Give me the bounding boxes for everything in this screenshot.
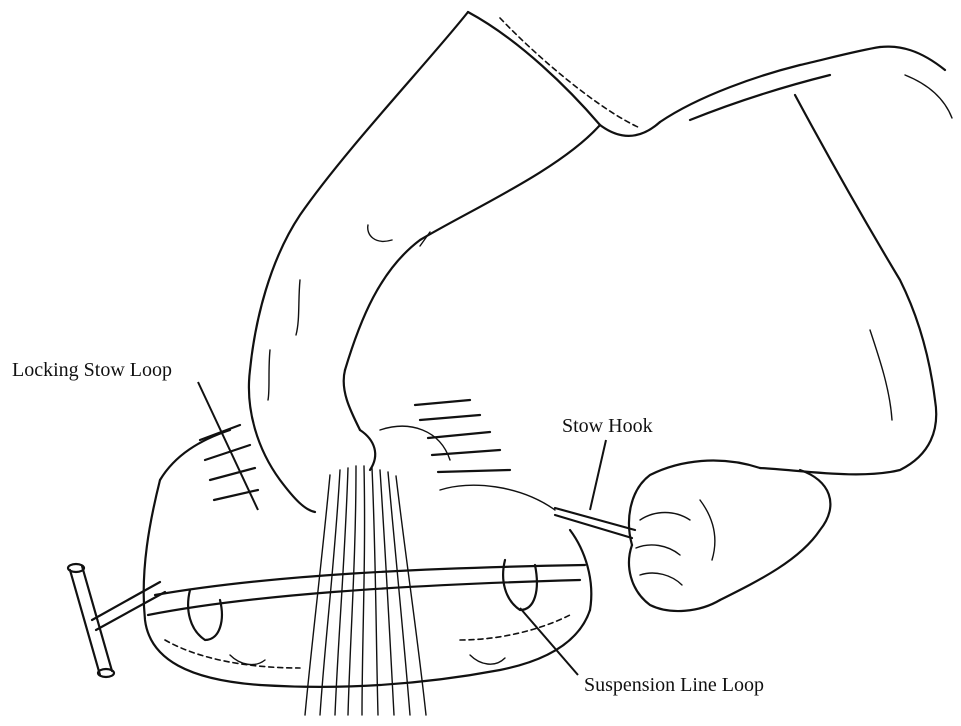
left-arm-illustration xyxy=(249,12,660,512)
suspension-line-loop-label: Suspension Line Loop xyxy=(584,675,764,695)
deployment-bag-illustration xyxy=(144,400,592,687)
t-handle-illustration xyxy=(68,564,165,677)
stow-hook-tool xyxy=(555,508,635,538)
stow-hook-leader xyxy=(590,440,606,510)
right-hand-illustration xyxy=(629,461,830,611)
stow-hook-label: Stow Hook xyxy=(562,416,653,436)
right-arm-illustration xyxy=(660,47,952,475)
locking-stow-loop-label: Locking Stow Loop xyxy=(12,360,172,380)
